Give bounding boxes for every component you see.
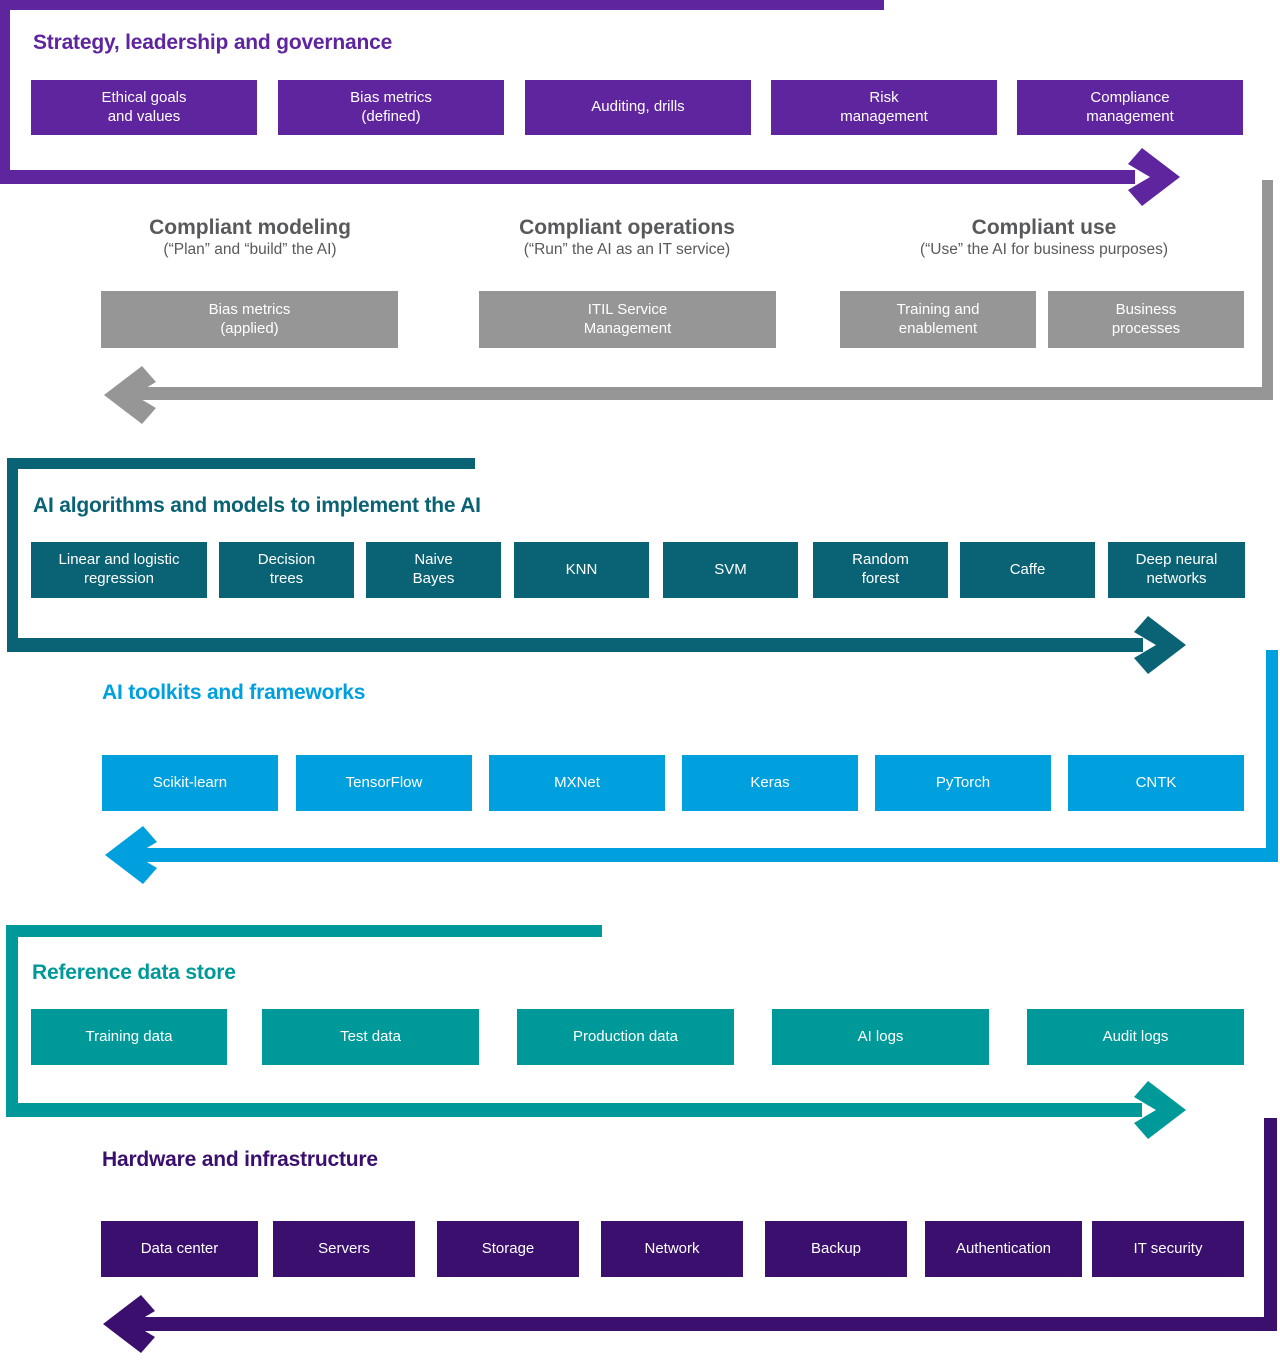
toolkits-title: AI toolkits and frameworks bbox=[102, 681, 366, 704]
hardware-chip-network: Network bbox=[601, 1221, 743, 1277]
governance-chip-bias-metrics-defined: Bias metrics (defined) bbox=[278, 80, 504, 135]
toolkits-chip-mxnet: MXNet bbox=[489, 755, 665, 811]
hardware-chip-servers: Servers bbox=[273, 1221, 415, 1277]
hardware-chip-data-center: Data center bbox=[101, 1221, 258, 1277]
hardware-arrow-left-icon bbox=[99, 1291, 159, 1357]
datastore-chip-test-data: Test data bbox=[262, 1009, 479, 1065]
compliance-bottom-shaft bbox=[125, 387, 1273, 400]
compliant-use-title: Compliant use bbox=[971, 216, 1117, 239]
governance-chip-risk-management: Risk management bbox=[771, 80, 997, 135]
compliant-modeling-subtitle: (“Plan” and “build” the AI) bbox=[163, 241, 337, 259]
datastore-chip-training-data: Training data bbox=[31, 1009, 227, 1065]
compliance-right-stroke bbox=[1262, 180, 1273, 398]
compliant-operations-title: Compliant operations bbox=[519, 216, 735, 239]
governance-chip-auditing-drills: Auditing, drills bbox=[525, 80, 751, 135]
toolkits-right-stroke bbox=[1266, 650, 1278, 854]
hardware-chip-authentication: Authentication bbox=[925, 1221, 1082, 1277]
compliance-chip-bias-metrics-applied: Bias metrics (applied) bbox=[101, 291, 398, 348]
datastore-chip-audit-logs: Audit logs bbox=[1027, 1009, 1244, 1065]
compliance-chip-training-and-enablement: Training and enablement bbox=[840, 291, 1036, 348]
toolkits-chip-keras: Keras bbox=[682, 755, 858, 811]
toolkits-chip-pytorch: PyTorch bbox=[875, 755, 1051, 811]
algorithms-chip-caffe: Caffe bbox=[960, 542, 1095, 598]
algorithms-top-bar bbox=[7, 458, 475, 469]
compliant-use-heading: Compliant use (“Use” the AI for business… bbox=[854, 216, 1234, 260]
governance-bottom-shaft bbox=[0, 170, 1135, 184]
algorithms-chip-decision-trees: Decision trees bbox=[219, 542, 354, 598]
hardware-chip-it-security: IT security bbox=[1092, 1221, 1244, 1277]
datastore-left-stroke bbox=[6, 937, 18, 1109]
toolkits-bottom-shaft bbox=[130, 848, 1278, 862]
algorithms-chip-svm: SVM bbox=[663, 542, 798, 598]
governance-left-stroke bbox=[0, 10, 10, 180]
algorithms-chip-random-forest: Random forest bbox=[813, 542, 948, 598]
governance-chip-ethical-goals: Ethical goals and values bbox=[31, 80, 257, 135]
compliant-operations-heading: Compliant operations (“Run” the AI as an… bbox=[437, 216, 817, 260]
datastore-arrow-right-icon bbox=[1130, 1077, 1190, 1143]
toolkits-chip-tensorflow: TensorFlow bbox=[296, 755, 472, 811]
compliant-modeling-title: Compliant modeling bbox=[149, 216, 351, 239]
algorithms-arrow-right-icon bbox=[1130, 612, 1190, 678]
compliant-operations-subtitle: (“Run” the AI as an IT service) bbox=[523, 241, 731, 259]
datastore-title: Reference data store bbox=[32, 961, 236, 984]
datastore-top-bar bbox=[6, 925, 602, 937]
algorithms-chip-deep-neural-networks: Deep neural networks bbox=[1108, 542, 1245, 598]
toolkits-chip-cntk: CNTK bbox=[1068, 755, 1244, 811]
governance-top-bar bbox=[0, 0, 884, 10]
algorithms-chip-linear-logistic-regression: Linear and logistic regression bbox=[31, 542, 207, 598]
toolkits-chip-scikit-learn: Scikit-learn bbox=[102, 755, 278, 811]
datastore-chip-ai-logs: AI logs bbox=[772, 1009, 989, 1065]
governance-arrow-right-icon bbox=[1124, 144, 1184, 210]
compliance-chip-itil-service-management: ITIL Service Management bbox=[479, 291, 776, 348]
hardware-right-stroke bbox=[1264, 1118, 1277, 1323]
toolkits-arrow-left-icon bbox=[101, 822, 161, 888]
algorithms-title: AI algorithms and models to implement th… bbox=[33, 494, 481, 517]
algorithms-chip-knn: KNN bbox=[514, 542, 649, 598]
governance-title: Strategy, leadership and governance bbox=[33, 31, 393, 54]
algorithms-chip-naive-bayes: Naive Bayes bbox=[366, 542, 501, 598]
datastore-chip-production-data: Production data bbox=[517, 1009, 734, 1065]
compliance-chip-business-processes: Business processes bbox=[1048, 291, 1244, 348]
compliant-use-subtitle: (“Use” the AI for business purposes) bbox=[919, 241, 1169, 259]
hardware-chip-storage: Storage bbox=[437, 1221, 579, 1277]
algorithms-left-stroke bbox=[7, 469, 18, 645]
compliance-arrow-left-icon bbox=[100, 362, 160, 428]
compliant-modeling-heading: Compliant modeling (“Plan” and “build” t… bbox=[60, 216, 440, 260]
governance-chip-compliance-management: Compliance management bbox=[1017, 80, 1243, 135]
hardware-chip-backup: Backup bbox=[765, 1221, 907, 1277]
hardware-title: Hardware and infrastructure bbox=[102, 1148, 378, 1171]
algorithms-bottom-shaft bbox=[7, 638, 1143, 652]
datastore-bottom-shaft bbox=[6, 1103, 1142, 1117]
hardware-bottom-shaft bbox=[128, 1317, 1277, 1331]
